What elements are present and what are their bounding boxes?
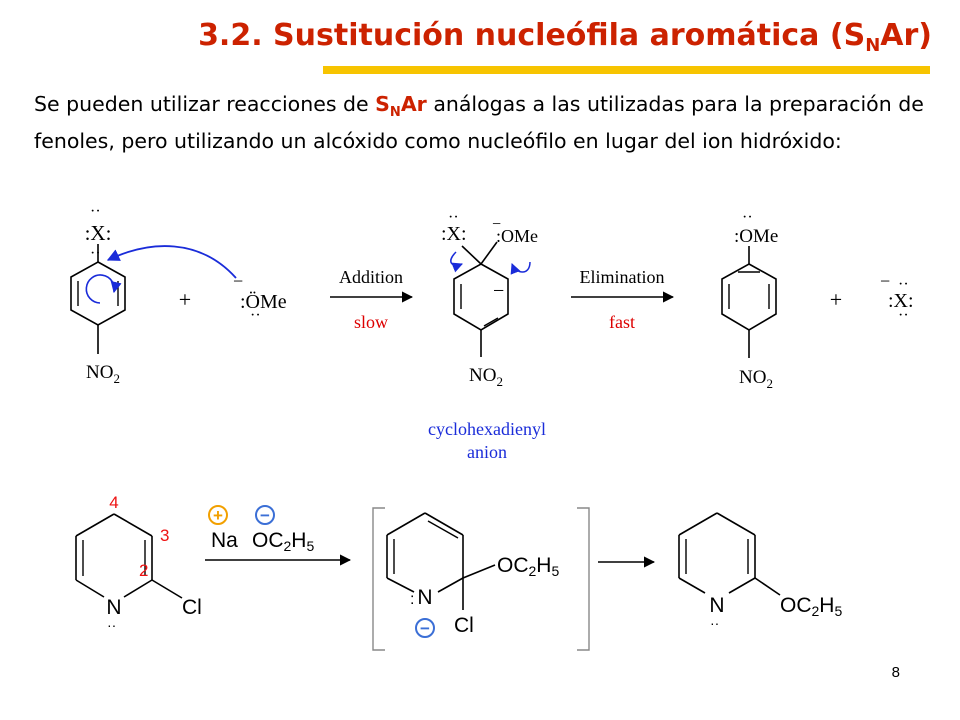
plus-sign-1: + — [179, 287, 191, 312]
plus-sign-2: + — [830, 287, 842, 312]
intermediate-methoxy-charge: − — [492, 216, 501, 233]
svg-text:··: ·· — [898, 307, 909, 324]
svg-text:··: ·· — [107, 617, 116, 633]
position-4-label: 4 — [109, 493, 118, 512]
intermediate-nitrogen: N — [417, 586, 432, 609]
svg-text:−: − — [260, 506, 270, 525]
title-underline-bar — [323, 66, 930, 74]
intermediate-name-line1: cyclohexadienyl — [428, 419, 546, 439]
nitro-label: NO2 — [86, 362, 120, 386]
nucleophile-charge: − — [233, 271, 243, 291]
aryl-ether-product: :OMe ·· NO2 — [721, 209, 778, 391]
svg-text:NO2: NO2 — [469, 365, 503, 389]
sodium-label: Na — [211, 529, 238, 552]
svg-text:··: ·· — [742, 209, 753, 226]
svg-text:··: ·· — [90, 203, 101, 220]
aryl-halide-reactant: :X: ·· ·· NO2 — [70, 203, 126, 386]
position-2-label: 2 — [139, 561, 148, 580]
intermediate-ethoxy: OC2H5 — [497, 554, 559, 579]
svg-text:··: ·· — [898, 276, 909, 293]
pyridine-intermediate: N : − OC2H5 Cl — [372, 507, 590, 651]
ring-negative-charge: − — [493, 280, 504, 302]
intermediate-leaving-group: :X: — [441, 223, 467, 245]
pyridine-nitrogen: N — [106, 596, 121, 619]
product-nitrogen: N — [709, 594, 724, 617]
slow-label: slow — [354, 312, 388, 332]
elimination-label: Elimination — [580, 267, 665, 287]
slide-title: 3.2. Sustitución nucleófila aromática (S… — [198, 18, 932, 56]
snar-term: SNAr — [375, 92, 427, 120]
svg-text:··: ·· — [90, 245, 101, 262]
ethoxypyridine-product: N ·· OC2H5 — [678, 512, 842, 631]
svg-text:+: + — [213, 506, 223, 525]
ring-electron-arrow — [85, 274, 122, 304]
plus-charge-circle — [208, 505, 228, 525]
svg-text:··: ·· — [710, 615, 719, 631]
chlorine-label: Cl — [182, 596, 202, 619]
halide-ion: :X: — [888, 290, 914, 312]
position-3-label: 3 — [160, 526, 169, 545]
intro-paragraph: Se pueden utilizar reacciones de SNAr an… — [34, 92, 924, 153]
nucleophile-attack-arrow — [106, 245, 237, 279]
minus-charge-circle — [255, 505, 275, 525]
fast-label: fast — [609, 312, 635, 332]
chloropyridine-reactant: N ·· Cl 4 3 2 — [75, 493, 202, 633]
intermediate-chlorine: Cl — [454, 614, 474, 637]
nitrogen-minus-circle — [415, 618, 435, 638]
product-methoxy: :OMe — [734, 226, 778, 247]
svg-text::: : — [410, 591, 414, 608]
ethoxide-label: OC2H5 — [252, 529, 314, 554]
cyclohexadienyl-intermediate: :X: ·· :OMe − − NO2 — [441, 209, 538, 389]
svg-text:··: ·· — [250, 307, 261, 324]
leaving-group-label: :X: — [85, 221, 112, 245]
page-number: 8 — [891, 664, 900, 681]
addition-label: Addition — [339, 267, 403, 287]
methoxide-label: :ÖMe — [240, 290, 287, 313]
halide-charge: − — [880, 271, 890, 291]
product-ethoxy: OC2H5 — [780, 594, 842, 619]
svg-text:··: ·· — [448, 209, 459, 226]
intermediate-methoxy: :OMe — [496, 226, 538, 246]
intermediate-name-line2: anion — [467, 442, 507, 462]
svg-text:NO2: NO2 — [739, 367, 773, 391]
svg-text:−: − — [420, 619, 430, 638]
